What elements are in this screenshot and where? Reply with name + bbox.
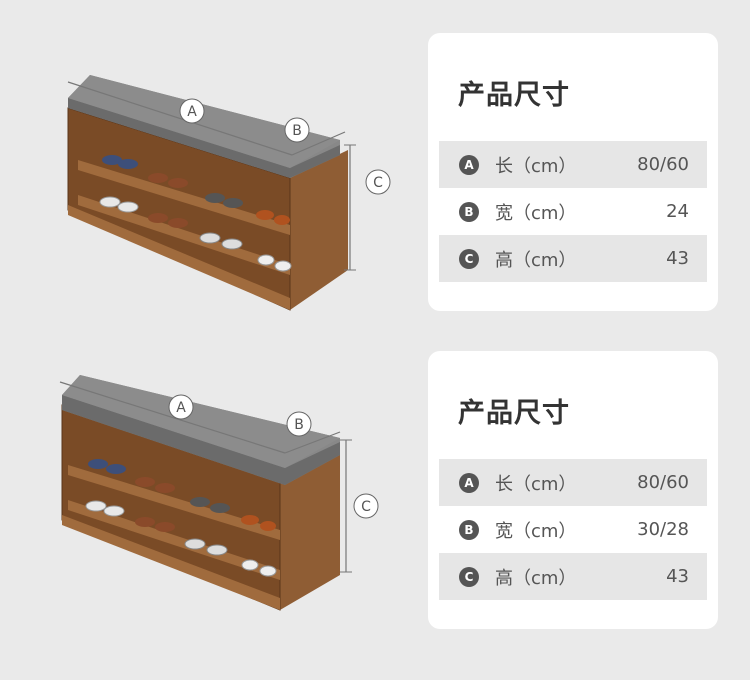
marker-badge-c: C <box>459 566 479 587</box>
spec-row-height: C 高（cm） 43 <box>439 553 707 600</box>
card-title: 产品尺寸 <box>458 80 570 111</box>
marker-badge-b: B <box>459 519 479 540</box>
spec-value: 43 <box>666 566 689 587</box>
svg-text:A: A <box>176 400 186 416</box>
spec-value: 80/60 <box>637 472 689 493</box>
spec-label: 高（cm） <box>495 249 577 271</box>
spec-row-width: B 宽（cm） 24 <box>439 188 707 235</box>
svg-text:B: B <box>292 123 302 139</box>
svg-text:A: A <box>187 104 197 120</box>
marker-badge-a: A <box>459 154 479 175</box>
marker-badge-c: C <box>459 248 479 269</box>
shoe-bench-image: A B C <box>59 375 379 611</box>
spec-value: 80/60 <box>637 154 689 175</box>
spec-row-height: C 高（cm） 43 <box>439 235 707 282</box>
spec-value: 30/28 <box>637 519 689 540</box>
spec-row-length: A 长（cm） 80/60 <box>439 459 707 506</box>
dimension-marker-a: A <box>179 98 205 124</box>
dimension-marker-c: C <box>365 169 391 195</box>
dimension-marker-b: B <box>284 117 310 143</box>
svg-text:C: C <box>373 175 383 191</box>
bench-illustration-2: A B C <box>0 360 420 680</box>
spec-table: A 长（cm） 80/60 B 宽（cm） 24 C 高（cm） 43 <box>439 141 707 282</box>
spec-label: 长（cm） <box>495 473 577 495</box>
bench-illustration-1: A B C <box>0 60 420 380</box>
spec-label: 高（cm） <box>495 567 577 589</box>
spec-label: 长（cm） <box>495 155 577 177</box>
svg-text:C: C <box>361 499 371 515</box>
spec-label: 宽（cm） <box>495 520 577 542</box>
dimension-marker-a: A <box>168 394 194 420</box>
size-card-2: 产品尺寸 A 长（cm） 80/60 B 宽（cm） 30/28 C 高（cm）… <box>428 351 718 629</box>
spec-row-width: B 宽（cm） 30/28 <box>439 506 707 553</box>
dimension-marker-c: C <box>353 493 379 519</box>
spec-value: 24 <box>666 201 689 222</box>
dimension-marker-b: B <box>286 411 312 437</box>
card-title: 产品尺寸 <box>458 398 570 429</box>
svg-text:B: B <box>294 417 304 433</box>
spec-value: 43 <box>666 248 689 269</box>
spec-table: A 长（cm） 80/60 B 宽（cm） 30/28 C 高（cm） 43 <box>439 459 707 600</box>
spec-row-length: A 长（cm） 80/60 <box>439 141 707 188</box>
spec-label: 宽（cm） <box>495 202 577 224</box>
size-card-1: 产品尺寸 A 长（cm） 80/60 B 宽（cm） 24 C 高（cm） 43 <box>428 33 718 311</box>
marker-badge-b: B <box>459 201 479 222</box>
shoe-bench-image: A B C <box>67 75 391 311</box>
marker-badge-a: A <box>459 472 479 493</box>
